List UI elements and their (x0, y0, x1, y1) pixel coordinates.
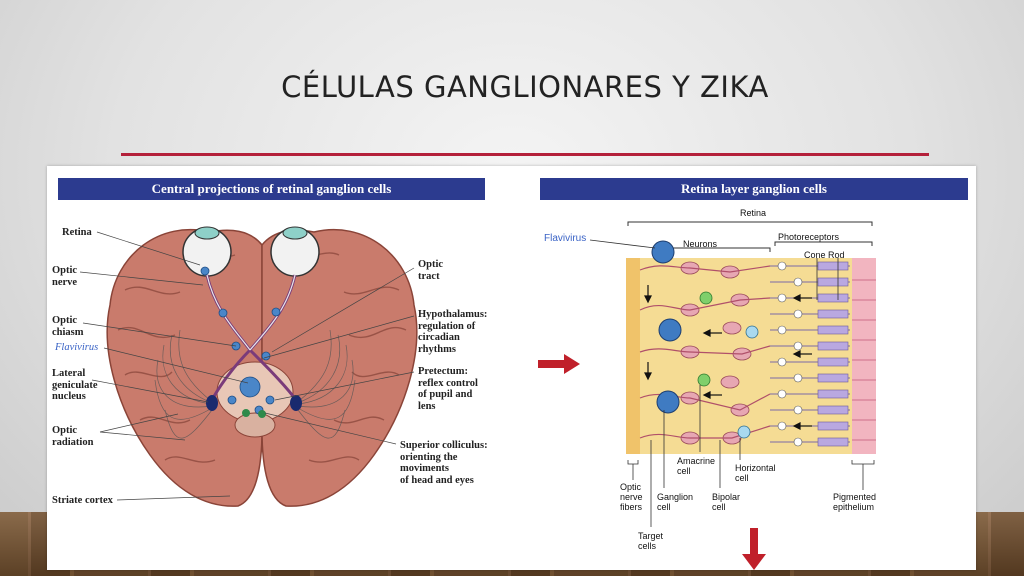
label-cone-rod: Cone Rod (804, 250, 845, 260)
label-flavivirus-left: Flavivirus (55, 342, 99, 353)
label-flavivirus-right: Flavivirus (544, 233, 587, 244)
down-arrow-icon (742, 528, 766, 570)
label-optic-nerve: Optic nerve (52, 265, 78, 288)
label-photoreceptors: Photoreceptors (778, 232, 840, 242)
label-hypothalamus: Hypothalamus: regulation of circadian rh… (418, 309, 488, 355)
slide-title: CÉLULAS GANGLIONARES Y ZIKA (281, 70, 769, 104)
label-optic-tract: Optic tract (418, 259, 444, 282)
label-horizontal-cell: Horizontal cell (735, 463, 776, 483)
label-retina-right: Retina (740, 208, 767, 218)
title-underline (121, 153, 929, 156)
label-retina-left: Retina (62, 227, 92, 238)
label-pretectum: Pretectum: reflex control of pupil and l… (418, 366, 478, 412)
label-optic-radiation: Optic radiation (52, 425, 94, 448)
label-lateral-geniculate: Lateral geniculate nucleus (52, 368, 98, 402)
label-superior-colliculus: Superior colliculus: orienting the movim… (400, 440, 488, 486)
label-neurons: Neurons (683, 239, 718, 249)
label-amacrine-cell: Amacrine cell (677, 456, 716, 476)
right-figure-header: Retina layer ganglion cells (540, 178, 968, 200)
label-pigmented-epithelium: Pigmented epithelium (833, 492, 877, 512)
label-striate-cortex: Striate cortex (52, 495, 113, 506)
label-optic-nerve-fibers: Optic nerve fibers (620, 482, 643, 512)
label-bipolar-cell: Bipolar cell (712, 492, 741, 512)
label-target-cells: Target cells (638, 531, 664, 551)
right-arrow-icon (538, 354, 580, 374)
label-ganglion-cell: Ganglion cell (657, 492, 694, 512)
label-optic-chiasm: Optic chiasm (52, 315, 84, 338)
left-figure-header: Central projections of retinal ganglion … (58, 178, 485, 200)
